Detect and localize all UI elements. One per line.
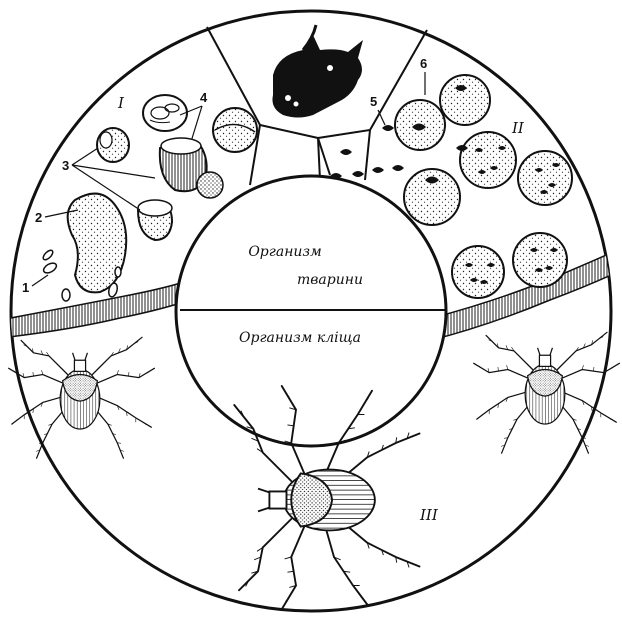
cell-small: [97, 128, 129, 162]
marker-5: 5: [370, 94, 377, 109]
stage-label-2: II: [511, 119, 525, 137]
marker-1: 1: [22, 280, 29, 295]
marker-2: 2: [35, 210, 42, 225]
marker-4: 4: [200, 90, 208, 105]
marker-3: 3: [62, 158, 69, 173]
infected-cell-oval: [143, 95, 187, 131]
stage-label-1: I: [117, 94, 125, 112]
marker-6: 6: [420, 56, 427, 71]
host-organism-label-2: тварини: [297, 272, 363, 288]
host-organism-label-1: Организм: [248, 244, 321, 260]
tick-organism-label: Организм кліща: [239, 330, 361, 346]
stage-label-3: III: [419, 506, 439, 524]
cell-dotted: [213, 108, 257, 152]
